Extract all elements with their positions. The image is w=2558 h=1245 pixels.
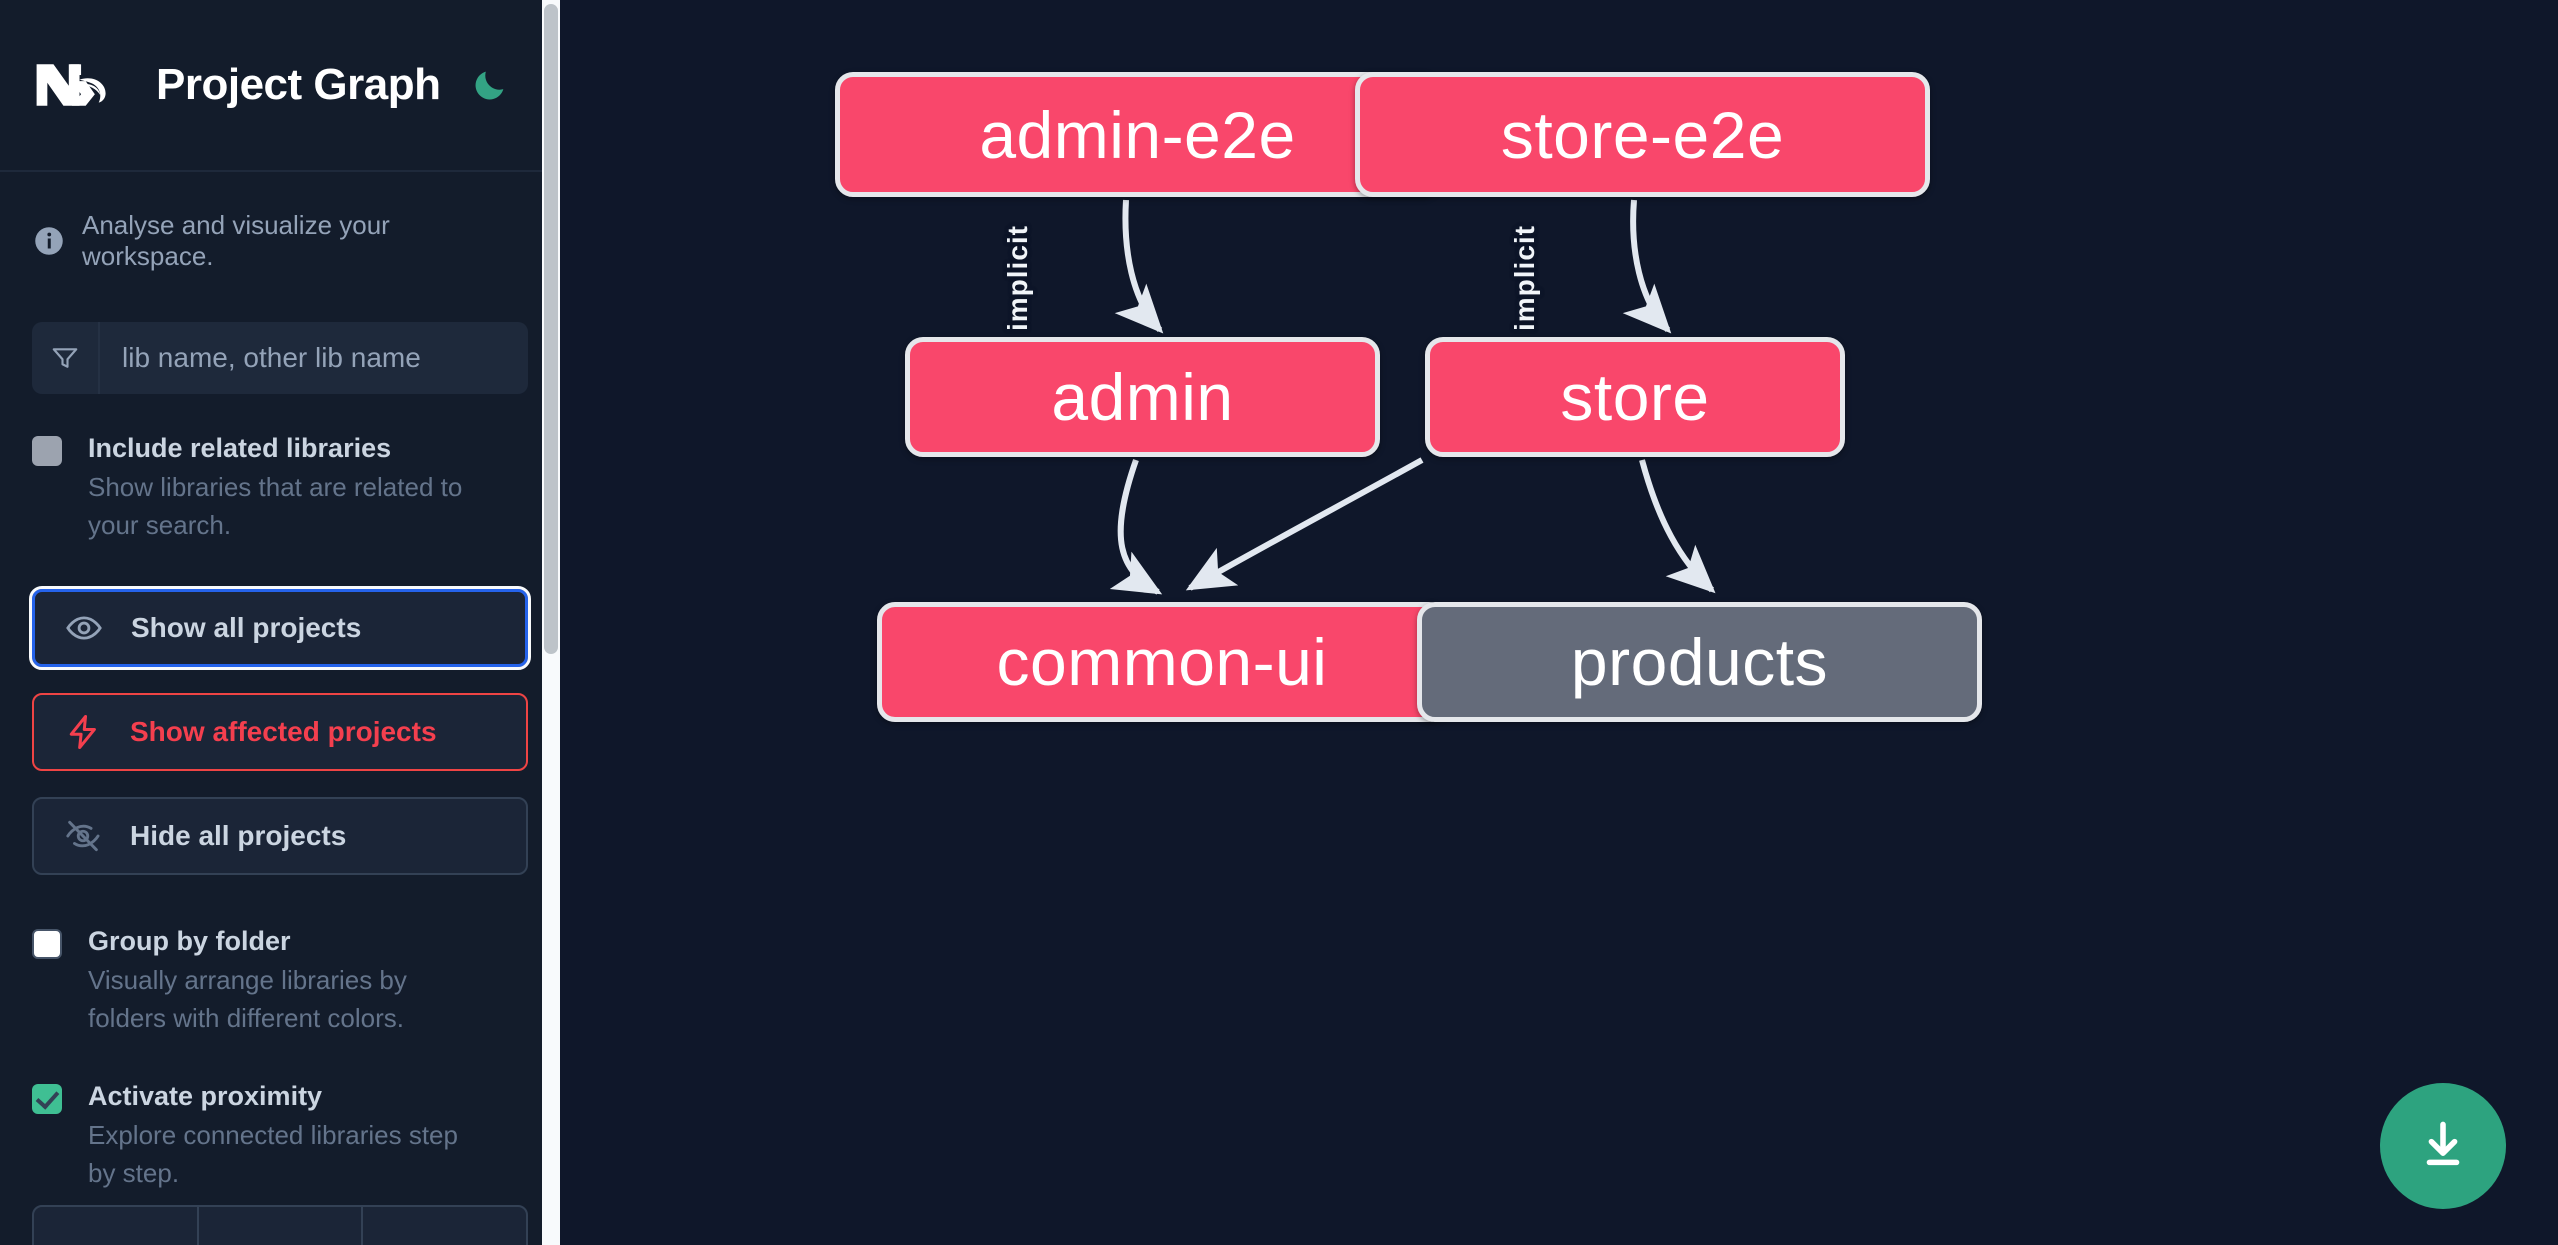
hide-all-projects-button[interactable]: Hide all projects (32, 796, 528, 875)
sidebar-scrollbar-track[interactable] (542, 0, 560, 1245)
show-all-projects-button[interactable]: Show all projects (29, 585, 531, 670)
checkbox-row-include-related-libraries: Include related libraries Show libraries… (32, 430, 528, 545)
include-related-libraries-description: Show libraries that are related to your … (88, 472, 463, 541)
nx-logo-icon (32, 55, 124, 115)
graph-canvas[interactable]: implicit implicit admin-e2e store-e2e ad… (560, 0, 2558, 1245)
eye-icon (65, 608, 105, 648)
activate-proximity-checkbox[interactable] (32, 1083, 62, 1114)
edge-store-to-common-ui (1185, 457, 1424, 591)
group-by-folder-texts: Group by folder Visually arrange librari… (88, 923, 488, 1038)
download-icon (2414, 1116, 2472, 1177)
show-affected-projects-label: Show affected projects (130, 715, 437, 747)
sidebar-header: Project Graph (0, 0, 560, 172)
download-button[interactable] (2380, 1083, 2506, 1209)
include-related-libraries-label: Include related libraries (88, 433, 392, 463)
edge-store-to-products (1639, 459, 1716, 594)
sidebar: Project Graph Analyse and visualize your… (0, 0, 560, 1245)
graph-node-admin[interactable]: admin (905, 337, 1380, 457)
show-affected-projects-button[interactable]: Show affected projects (32, 692, 528, 771)
edge-store-e2e-to-store (1622, 199, 1672, 334)
graph-node-common-ui[interactable]: common-ui (877, 602, 1447, 722)
graph-node-admin-e2e[interactable]: admin-e2e (835, 72, 1440, 197)
proximity-step-decrease[interactable] (34, 1207, 199, 1245)
graph-node-products[interactable]: products (1417, 602, 1982, 722)
eye-slash-icon (64, 816, 104, 856)
edge-admin-to-common-ui (1109, 459, 1163, 595)
graph-node-store[interactable]: store (1425, 337, 1845, 457)
search-input[interactable] (100, 322, 528, 394)
funnel-icon (32, 322, 100, 394)
proximity-step-increase[interactable] (363, 1207, 526, 1245)
edge-admin-e2e-to-admin (1114, 199, 1164, 334)
group-by-folder-checkbox[interactable] (32, 928, 62, 959)
group-by-folder-label: Group by folder (88, 925, 291, 956)
hide-all-projects-label: Hide all projects (130, 819, 347, 851)
moon-icon[interactable] (468, 63, 512, 107)
sidebar-body: Analyse and visualize your workspace. In… (0, 172, 560, 1192)
graph-edges (1109, 199, 1716, 595)
graph-node-store-e2e[interactable]: store-e2e (1355, 72, 1930, 197)
workspace-info: Analyse and visualize your workspace. (32, 172, 528, 272)
proximity-step-button-group[interactable] (32, 1205, 528, 1245)
proximity-step-value[interactable] (199, 1207, 364, 1245)
checkbox-row-activate-proximity: Activate proximity Explore connected lib… (32, 1078, 528, 1193)
info-circle-icon (34, 226, 64, 256)
include-related-libraries-checkbox[interactable] (32, 436, 62, 466)
activate-proximity-texts: Activate proximity Explore connected lib… (88, 1078, 488, 1193)
filter-box (32, 322, 528, 394)
group-by-folder-description: Visually arrange libraries by folders wi… (88, 965, 407, 1033)
workspace-info-text: Analyse and visualize your workspace. (82, 210, 390, 271)
activate-proximity-description: Explore connected libraries step by step… (88, 1120, 458, 1188)
page-title: Project Graph (156, 60, 441, 109)
sidebar-scrollbar-thumb[interactable] (544, 4, 558, 654)
checkbox-row-group-by-folder: Group by folder Visually arrange librari… (32, 923, 528, 1038)
include-related-libraries-texts: Include related libraries Show libraries… (88, 430, 488, 545)
lightning-icon (64, 712, 104, 752)
activate-proximity-label: Activate proximity (88, 1080, 323, 1111)
show-all-projects-label: Show all projects (131, 611, 362, 643)
